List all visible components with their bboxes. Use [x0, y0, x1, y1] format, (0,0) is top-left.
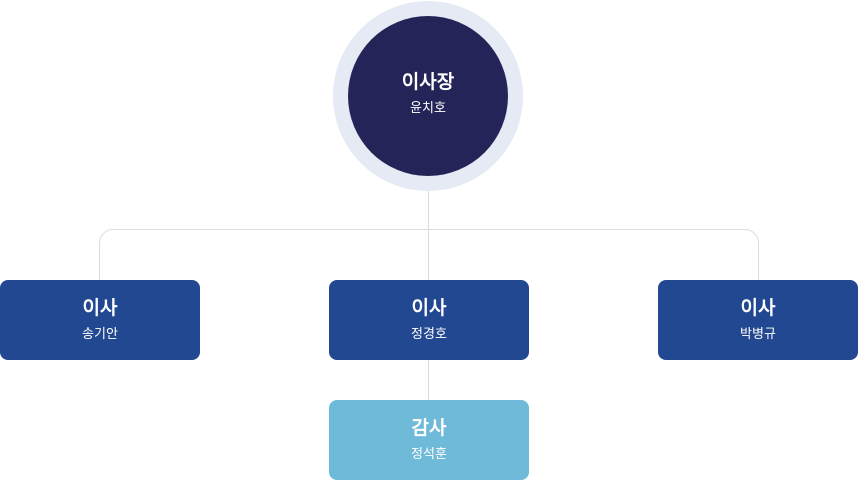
auditor-node: 감사 정석훈	[329, 400, 529, 480]
director-name: 송기안	[82, 327, 118, 342]
director-title: 이사	[740, 297, 776, 319]
director-name: 박병규	[740, 327, 776, 342]
director-name: 정경호	[411, 327, 447, 342]
chairman-name: 윤치호	[410, 101, 446, 116]
director-node-center: 이사 정경호	[329, 280, 529, 360]
chairman-title: 이사장	[401, 71, 455, 93]
auditor-title: 감사	[411, 417, 447, 439]
connector-chairman-vertical	[428, 190, 429, 280]
director-title: 이사	[411, 297, 447, 319]
director-node-right: 이사 박병규	[658, 280, 858, 360]
auditor-name: 정석훈	[411, 447, 447, 462]
connector-directors-horizontal	[99, 229, 759, 280]
director-title: 이사	[82, 297, 118, 319]
director-node-left: 이사 송기안	[0, 280, 200, 360]
connector-director-auditor	[428, 359, 429, 401]
chairman-node: 이사장 윤치호	[348, 16, 508, 176]
